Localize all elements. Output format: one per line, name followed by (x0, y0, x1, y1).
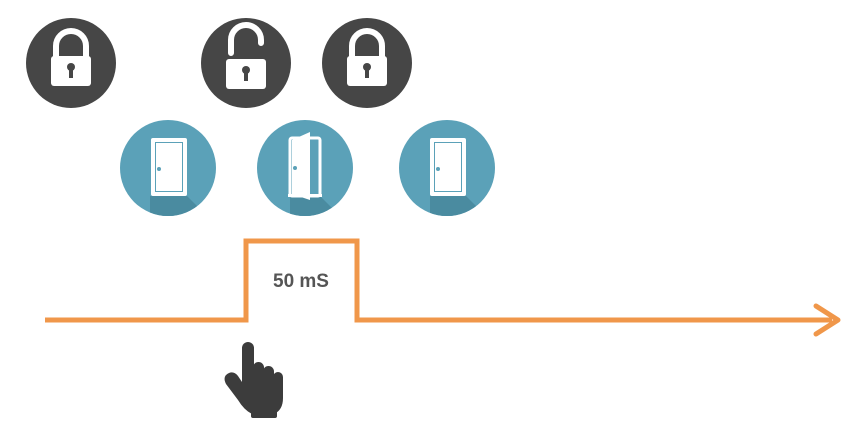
arrow-head (813, 303, 841, 337)
hand-pointer-icon (213, 335, 299, 428)
signal-line (45, 238, 832, 323)
lock-2 (201, 18, 291, 108)
padlock-locked-icon (51, 28, 91, 86)
pulse-duration-label: 50 mS (273, 271, 329, 292)
door-closed-icon (430, 138, 466, 196)
door-open-icon (288, 132, 322, 200)
padlock-locked-icon (347, 28, 387, 86)
door-2 (257, 120, 353, 216)
padlock-unlocked-icon (226, 22, 266, 89)
pulse-signal: 50 mS (45, 238, 841, 337)
lock-3 (322, 18, 412, 108)
lock-1 (26, 18, 116, 108)
door-closed-icon (151, 138, 187, 196)
door-3 (399, 120, 495, 216)
door-1 (120, 120, 216, 216)
